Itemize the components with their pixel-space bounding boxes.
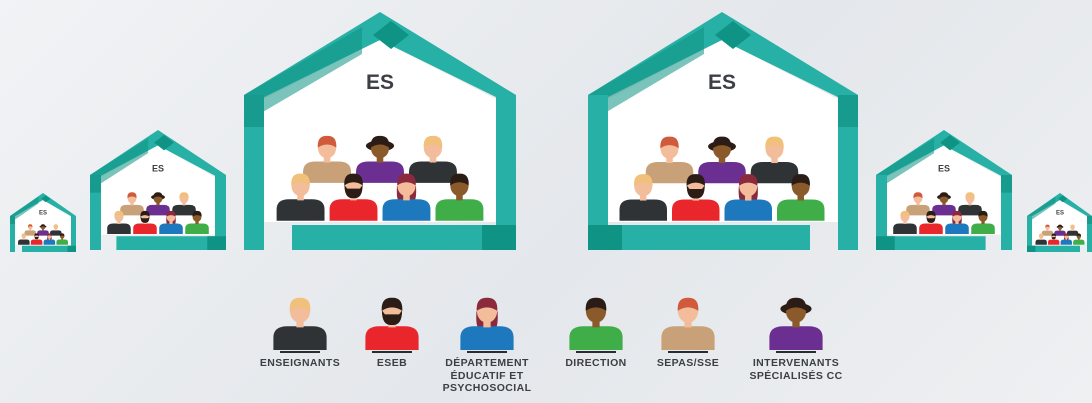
person-sepas bbox=[906, 192, 930, 216]
person-direction bbox=[971, 210, 995, 234]
role-legend: ENSEIGNANTS ESEB DÉPARTEMENT ÉDUCATIF ET… bbox=[0, 288, 1092, 403]
legend-item-intervenants: INTERVENANTS SPÉCIALISÉS CC bbox=[736, 288, 856, 382]
house: ES bbox=[244, 12, 516, 250]
person-intervenants bbox=[146, 192, 170, 216]
person-enseignants bbox=[750, 136, 799, 184]
legend-item-direction: DIRECTION bbox=[536, 288, 656, 370]
legend-item-sepas: SEPAS/SSE bbox=[628, 288, 748, 370]
legend-divider bbox=[280, 351, 320, 353]
person-intervenants bbox=[356, 135, 404, 183]
person-departement bbox=[43, 233, 56, 245]
eseb-icon bbox=[365, 297, 419, 350]
house-label: ES bbox=[152, 164, 164, 174]
legend-item-eseb: ESEB bbox=[332, 288, 452, 370]
person-enseignants bbox=[172, 192, 196, 216]
person-departement bbox=[945, 210, 969, 234]
person-sepas bbox=[661, 297, 715, 350]
legend-divider bbox=[668, 351, 708, 353]
legend-label-intervenants: INTERVENANTS SPÉCIALISÉS CC bbox=[749, 357, 843, 382]
person-departement bbox=[382, 173, 431, 221]
person-intervenants bbox=[932, 192, 956, 216]
legend-label-departement: DÉPARTEMENT ÉDUCATIF ET PSYCHOSOCIAL bbox=[442, 357, 532, 394]
person-enseignants bbox=[958, 192, 982, 216]
house: ES bbox=[1027, 193, 1092, 252]
legend-item-enseignants: ENSEIGNANTS bbox=[240, 288, 360, 370]
houses-diagram: ES ES ES ES ES ES bbox=[10, 12, 1092, 252]
person-enseignants bbox=[273, 297, 327, 350]
person-direction bbox=[185, 210, 209, 234]
legend-divider bbox=[576, 351, 616, 353]
person-direction bbox=[777, 174, 825, 221]
person-enseignants bbox=[893, 210, 917, 234]
person-enseignants bbox=[619, 174, 667, 221]
person-intervenants bbox=[769, 297, 823, 350]
person-eseb bbox=[365, 297, 419, 350]
house-label: ES bbox=[938, 164, 950, 174]
person-eseb bbox=[30, 233, 43, 245]
legend-item-departement: DÉPARTEMENT ÉDUCATIF ET PSYCHOSOCIAL bbox=[427, 288, 547, 395]
person-eseb bbox=[329, 173, 378, 221]
person-departement bbox=[1060, 233, 1072, 245]
person-eseb bbox=[919, 210, 943, 234]
house: ES bbox=[876, 130, 1012, 250]
house: ES bbox=[90, 130, 226, 250]
person-eseb bbox=[672, 174, 720, 221]
legend-divider bbox=[776, 351, 816, 353]
person-departement bbox=[159, 210, 183, 234]
sepas-icon bbox=[661, 297, 715, 350]
person-sepas bbox=[24, 224, 36, 236]
house-label: ES bbox=[366, 71, 394, 94]
person-departement bbox=[460, 297, 514, 350]
person-enseignants bbox=[409, 135, 457, 183]
person-departement bbox=[724, 174, 772, 221]
person-direction bbox=[1073, 233, 1085, 245]
person-sepas bbox=[1041, 224, 1054, 236]
person-eseb bbox=[133, 210, 157, 234]
person-direction bbox=[56, 233, 68, 245]
person-enseignants bbox=[1066, 224, 1079, 236]
person-intervenants bbox=[698, 136, 746, 184]
person-sepas bbox=[303, 135, 351, 183]
person-enseignants bbox=[18, 233, 30, 245]
person-enseignants bbox=[107, 210, 131, 234]
person-intervenants bbox=[1054, 224, 1066, 236]
legend-divider bbox=[467, 351, 507, 353]
enseignants-icon bbox=[273, 297, 327, 350]
legend-label-sepas: SEPAS/SSE bbox=[656, 357, 720, 369]
person-enseignants bbox=[50, 224, 62, 236]
person-intervenants bbox=[37, 224, 49, 236]
legend-label-enseignants: ENSEIGNANTS bbox=[259, 357, 341, 369]
legend-label-direction: DIRECTION bbox=[565, 357, 627, 369]
direction-icon bbox=[569, 297, 623, 350]
person-sepas bbox=[120, 192, 144, 216]
departement-icon bbox=[460, 297, 514, 350]
person-enseignants bbox=[1035, 233, 1047, 245]
legend-divider bbox=[372, 351, 412, 353]
house-label: ES bbox=[39, 211, 47, 217]
house-label: ES bbox=[1056, 211, 1064, 217]
person-eseb bbox=[1048, 233, 1060, 245]
house: ES bbox=[588, 12, 858, 250]
person-direction bbox=[435, 173, 484, 221]
house: ES bbox=[10, 193, 76, 252]
intervenants-icon bbox=[769, 297, 823, 350]
person-direction bbox=[569, 297, 623, 350]
person-enseignants bbox=[276, 173, 325, 221]
person-sepas bbox=[645, 136, 694, 184]
house-label: ES bbox=[708, 71, 736, 94]
legend-label-eseb: ESEB bbox=[376, 357, 408, 369]
